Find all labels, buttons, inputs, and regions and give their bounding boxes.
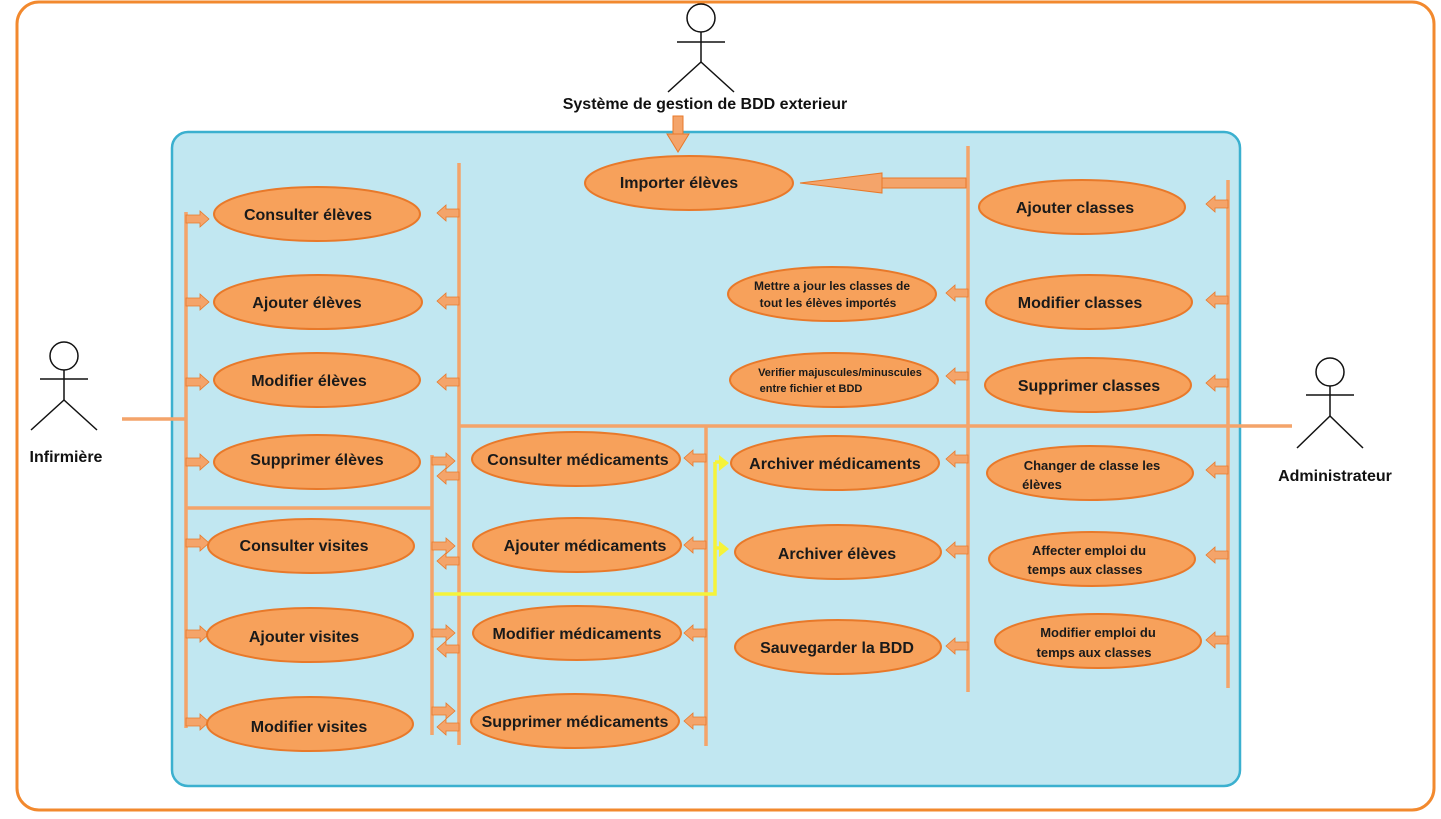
usecase-consulter-eleves: Consulter élèves — [213, 186, 421, 242]
usecase-modifier-classes: Modifier classes — [985, 274, 1193, 330]
highlight-arrowheads — [719, 455, 729, 557]
usecase-ajouter-classes: Ajouter classes — [978, 179, 1186, 235]
usecase-label: Supprimer élèves — [250, 452, 384, 469]
usecase-modifier-emploi: Modifier emploi du temps aux classes — [994, 613, 1202, 669]
usecase-changer-classe: Changer de classe les élèves — [986, 445, 1194, 501]
usecase-sauvegarder-bdd: Sauvegarder la BDD — [734, 619, 942, 675]
import-arrow-right — [799, 172, 967, 194]
usecase-label-line2: temps aux classes — [1028, 562, 1143, 577]
usecase-label-line1: Changer de classe les — [1024, 458, 1161, 473]
usecase-modifier-medicaments: Modifier médicaments — [472, 605, 682, 661]
actor-infirmiere — [30, 341, 98, 431]
usecase-mettre-a-jour-classes: Mettre a jour les classes de tout les él… — [727, 266, 937, 322]
usecase-label: Consulter visites — [240, 538, 369, 555]
usecase-label: Supprimer classes — [1018, 378, 1160, 395]
connector-lines — [122, 146, 1292, 746]
usecase-label-line2: tout les élèves importés — [760, 296, 897, 310]
usecase-affecter-emploi: Affecter emploi du temps aux classes — [988, 531, 1196, 587]
usecase-label-line1: Verifier majuscules/minuscules — [758, 367, 922, 379]
usecase-label: Archiver élèves — [778, 546, 896, 563]
usecase-label-line1: Modifier emploi du — [1040, 625, 1156, 640]
usecase-importer-eleves: Importer élèves — [584, 155, 794, 211]
actor-administrateur — [1296, 357, 1364, 449]
usecase-supprimer-eleves: Supprimer élèves — [213, 434, 421, 490]
usecase-label: Supprimer médicaments — [482, 714, 669, 731]
usecase-archiver-medicaments: Archiver médicaments — [730, 435, 940, 491]
usecase-label: Ajouter classes — [1016, 200, 1134, 217]
usecase-ajouter-medicaments: Ajouter médicaments — [472, 517, 682, 573]
usecase-consulter-medicaments: Consulter médicaments — [471, 431, 681, 487]
usecase-label: Archiver médicaments — [749, 456, 921, 473]
arrowheads — [185, 195, 1229, 736]
actor-administrateur-label: Administrateur — [1278, 468, 1392, 485]
import-arrow-bdd — [666, 115, 690, 153]
usecase-supprimer-medicaments: Supprimer médicaments — [470, 693, 680, 749]
usecase-label-line1: Mettre a jour les classes de — [754, 279, 910, 293]
usecase-label-line1: Affecter emploi du — [1032, 543, 1146, 558]
usecase-label-line2: élèves — [1022, 477, 1062, 492]
usecase-label: Ajouter élèves — [252, 295, 361, 312]
actor-infirmiere-label: Infirmière — [30, 449, 103, 466]
actor-bdd-exterieur-label: Système de gestion de BDD exterieur — [563, 96, 848, 113]
usecase-label: Consulter élèves — [244, 207, 372, 224]
usecase-label-line2: temps aux classes — [1037, 645, 1152, 660]
actor-bdd-exterieur — [667, 3, 735, 93]
usecase-archiver-eleves: Archiver élèves — [734, 524, 942, 580]
usecase-modifier-eleves: Modifier élèves — [213, 352, 421, 408]
usecase-label: Sauvegarder la BDD — [760, 640, 914, 657]
usecase-label: Importer élèves — [620, 175, 738, 192]
usecase-consulter-visites: Consulter visites — [207, 518, 415, 574]
usecase-label: Ajouter visites — [249, 629, 359, 646]
usecase-verifier-majuscules: Verifier majuscules/minuscules entre fic… — [729, 352, 939, 408]
usecase-modifier-visites: Modifier visites — [206, 696, 414, 752]
usecase-label: Modifier médicaments — [493, 626, 662, 643]
usecase-ajouter-visites: Ajouter visites — [206, 607, 414, 663]
usecase-label: Modifier élèves — [251, 373, 367, 390]
usecase-label: Modifier classes — [1018, 295, 1143, 312]
usecase-ajouter-eleves: Ajouter élèves — [213, 274, 423, 330]
usecase-label-line2: entre fichier et BDD — [760, 383, 863, 395]
usecase-label: Consulter médicaments — [487, 452, 668, 469]
usecase-label: Modifier visites — [251, 719, 368, 736]
usecase-supprimer-classes: Supprimer classes — [984, 357, 1192, 413]
usecase-label: Ajouter médicaments — [504, 538, 667, 555]
